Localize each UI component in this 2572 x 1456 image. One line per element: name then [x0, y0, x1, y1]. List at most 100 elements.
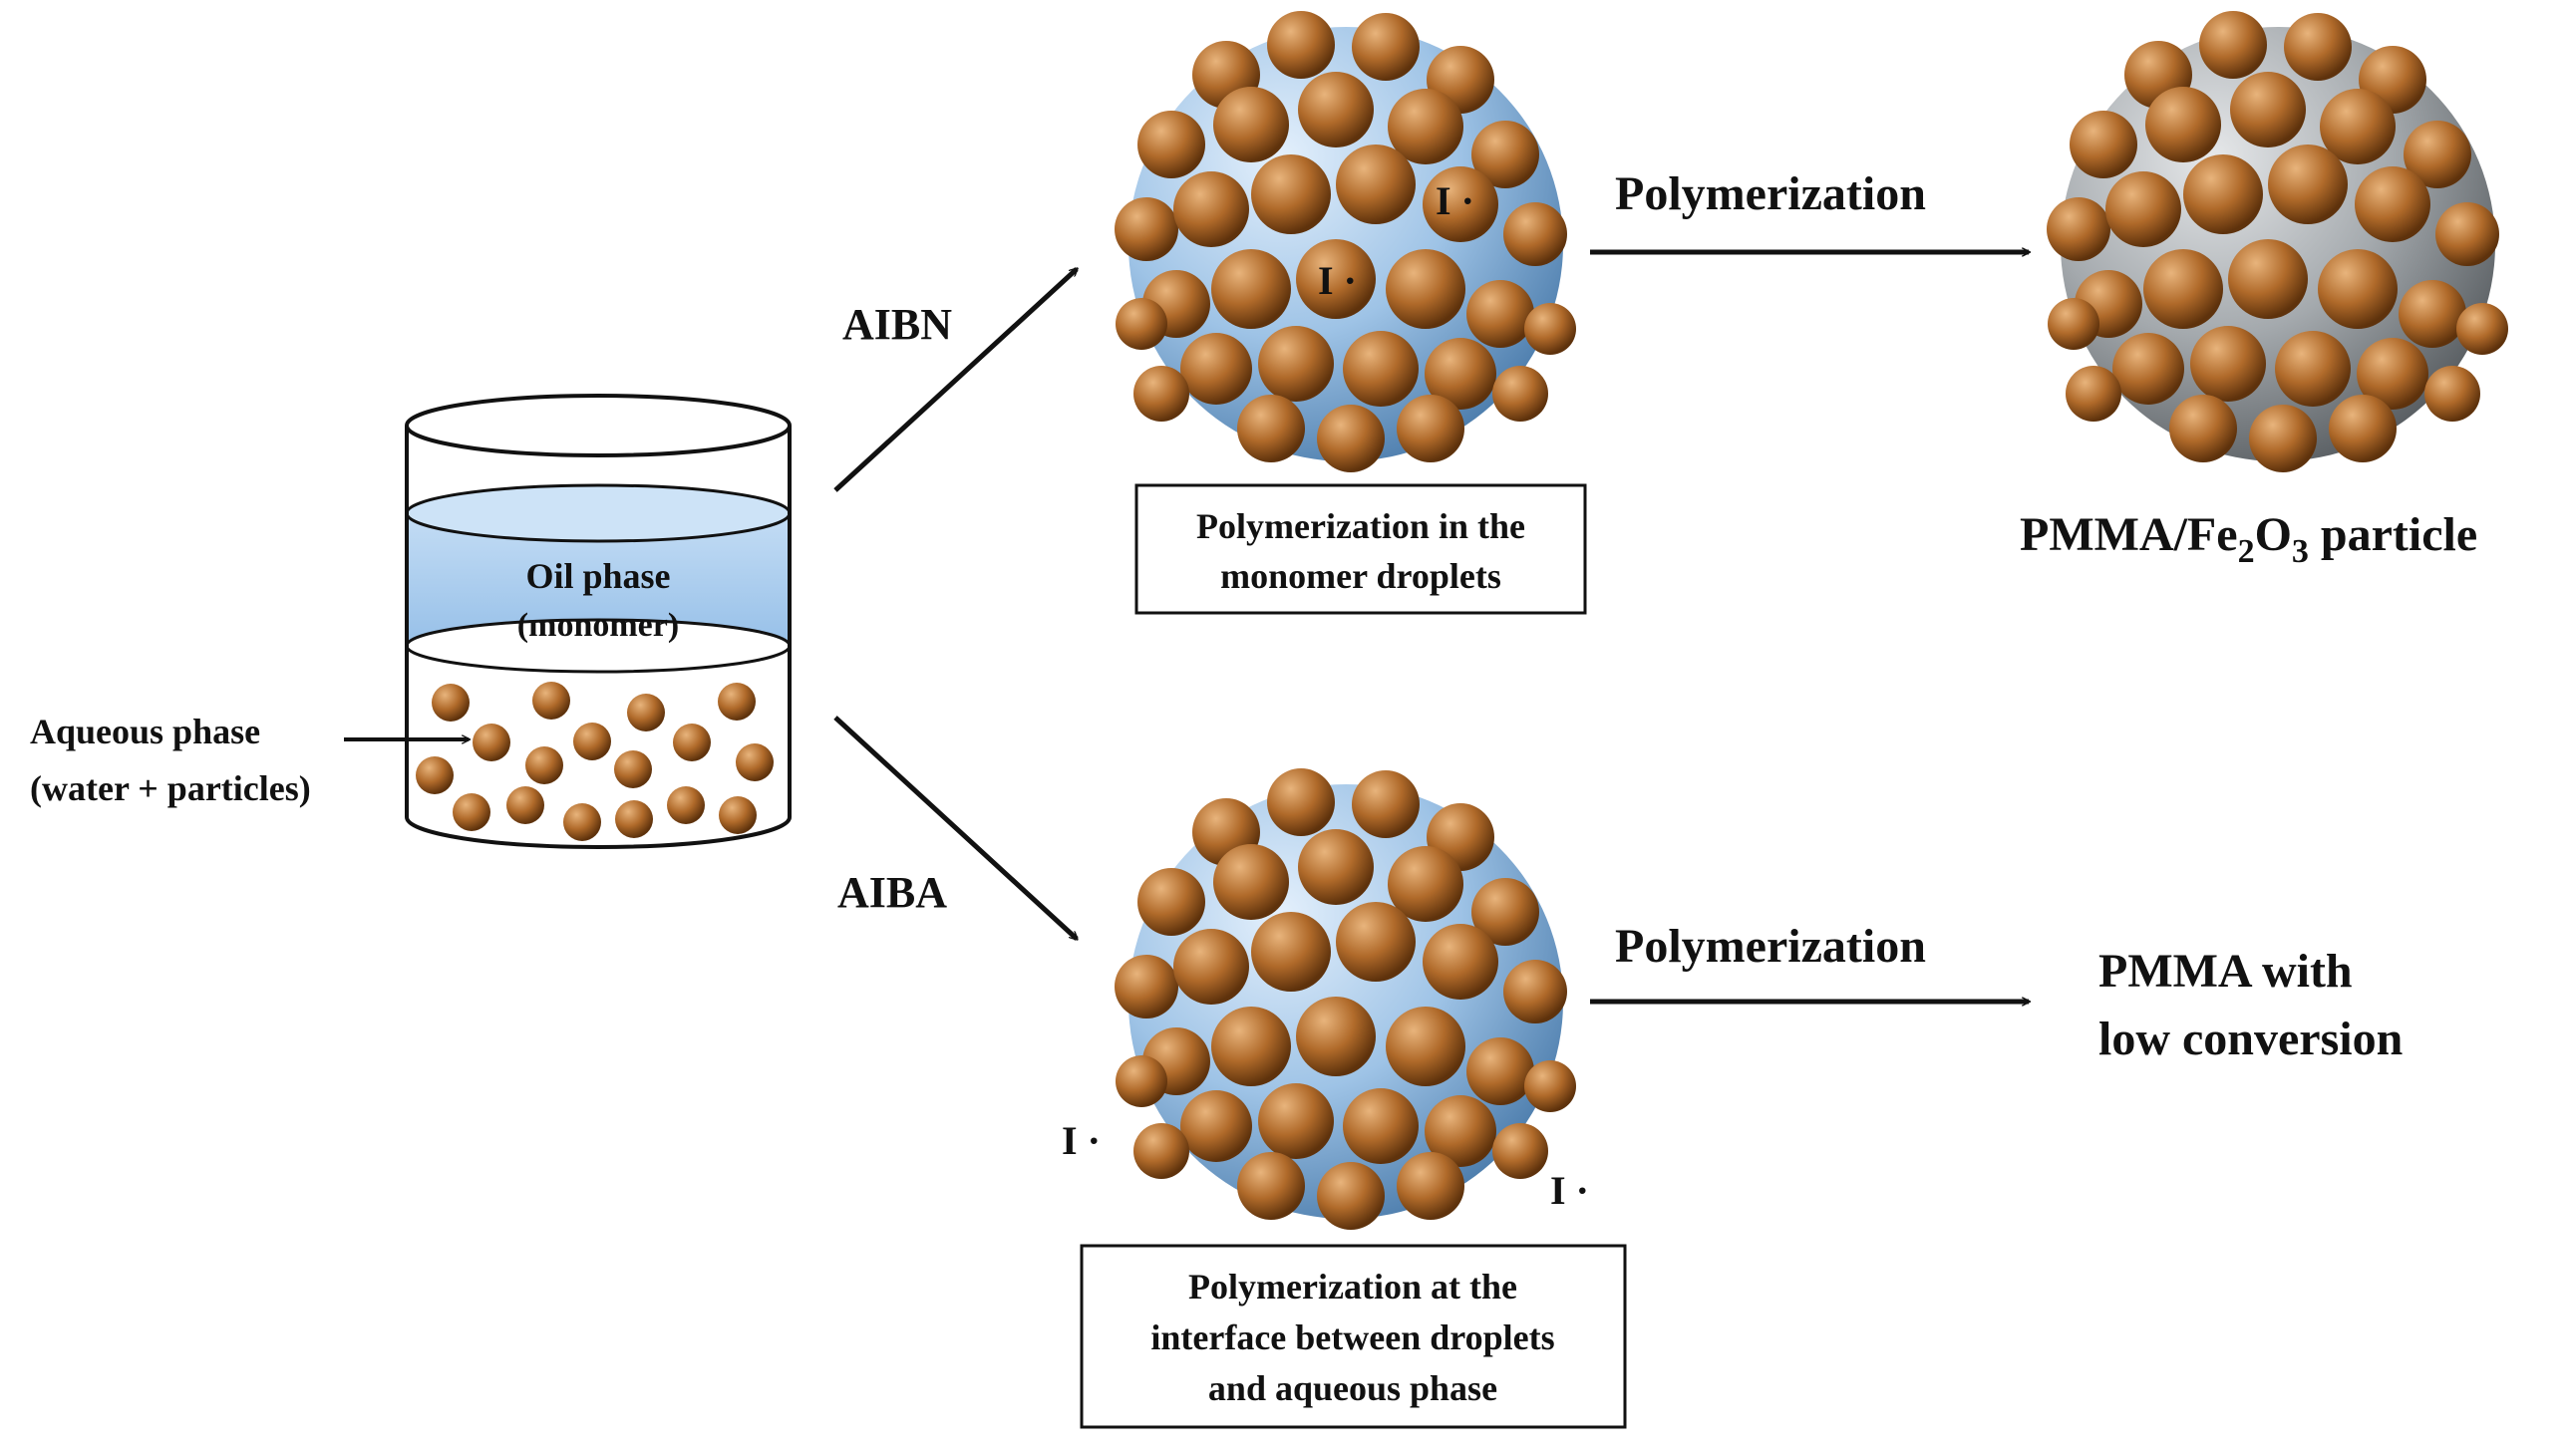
surface-particle: [1298, 829, 1374, 905]
surface-particle: [1173, 171, 1249, 247]
surface-particle: [1115, 197, 1178, 261]
particle: [432, 684, 470, 722]
aibn-arrow: [833, 269, 1077, 492]
surface-particle: [1471, 878, 1539, 946]
surface-particle: [2112, 333, 2184, 405]
top-polymerization-label: Polymerization: [1615, 167, 1926, 220]
surface-particle: [1267, 768, 1335, 836]
surface-particle: [1386, 249, 1465, 329]
surface-particle: [2048, 298, 2099, 350]
monomer-droplet-top: I · I ·: [1115, 11, 1576, 472]
aiba-arrow: [833, 716, 1077, 939]
beaker: Oil phase (monomer): [405, 394, 792, 849]
surface-particle: [1213, 87, 1289, 162]
surface-particle: [1267, 11, 1335, 79]
box-frame: [1080, 1244, 1627, 1429]
pmma-fe2o3-particle: [2047, 11, 2508, 472]
surface-particle: [2066, 366, 2121, 422]
surface-particle: [1423, 924, 1498, 1000]
surface-particle: [2275, 331, 2351, 407]
surface-particle: [2228, 239, 2308, 319]
surface-particle: [1211, 1007, 1291, 1086]
top-route-box: Polymerization in the monomer droplets: [1134, 483, 1587, 615]
particle: [525, 746, 563, 784]
box-line: Polymerization in the: [1196, 506, 1525, 546]
surface-particle: [2320, 89, 2396, 164]
radical-label: I ·: [1318, 258, 1357, 303]
surface-particle: [2249, 405, 2317, 472]
surface-particle: [1251, 154, 1331, 234]
surface-particle: [2424, 366, 2480, 422]
surface-particle: [1386, 1007, 1465, 1086]
surface-particle: [1133, 1123, 1189, 1179]
surface-particle: [1237, 395, 1305, 462]
surface-particle: [1492, 366, 1548, 422]
particle: [627, 694, 665, 731]
surface-particle: [2404, 121, 2471, 188]
surface-particle: [2105, 171, 2181, 247]
low-conversion-label: PMMA with: [2098, 945, 2353, 998]
particle: [506, 786, 544, 824]
particle: [573, 723, 611, 760]
radical-label: I ·: [1436, 178, 1474, 223]
surface-particle: [2284, 13, 2352, 81]
surface-particle: [1466, 1037, 1534, 1105]
surface-particle: [1425, 1095, 1496, 1167]
beaker-particles: [416, 682, 774, 841]
surface-particle: [2355, 166, 2430, 242]
particle: [416, 756, 454, 794]
surface-particle: [1343, 331, 1419, 407]
surface-particle: [1471, 121, 1539, 188]
surface-particle: [2456, 303, 2508, 355]
surface-particle: [1503, 960, 1567, 1023]
surface-particle: [1388, 89, 1463, 164]
surface-particle: [2199, 11, 2267, 79]
particle: [473, 724, 510, 761]
particle: [532, 682, 570, 720]
surface-particle: [1237, 1152, 1305, 1220]
surface-particle: [1466, 280, 1534, 348]
product-label: PMMA/Fe2O3 particle: [2020, 508, 2477, 570]
oil-phase-label: Oil phase: [525, 556, 670, 596]
surface-particle: [2329, 395, 2397, 462]
bottom-polymerization-label: Polymerization: [1615, 920, 1926, 973]
low-conversion-label: low conversion: [2098, 1013, 2403, 1065]
surface-particle: [1524, 1060, 1576, 1112]
surface-particle: [2183, 154, 2263, 234]
box-line: interface between droplets: [1150, 1317, 1554, 1357]
particle: [718, 683, 756, 721]
surface-particle: [2268, 145, 2348, 224]
bottom-route-box: Polymerization at the interface between …: [1080, 1244, 1627, 1429]
surface-particle: [2190, 326, 2266, 402]
surface-particle: [1251, 912, 1331, 992]
oil-phase-sublabel: (monomer): [517, 607, 679, 644]
surface-particle: [2047, 197, 2110, 261]
surface-particle: [1116, 1055, 1167, 1107]
surface-particle: [1317, 1162, 1385, 1230]
surface-particle: [1296, 997, 1376, 1076]
surface-particle: [1137, 111, 1205, 178]
surface-particle: [1503, 202, 1567, 266]
aqueous-phase-label: Aqueous phase: [30, 712, 260, 751]
box-line: Polymerization at the: [1188, 1267, 1517, 1307]
surface-particle: [2145, 87, 2221, 162]
radical-label: I ·: [1062, 1118, 1101, 1163]
oil-phase-surface: [405, 483, 792, 543]
particle: [614, 750, 652, 788]
surface-particle: [1213, 844, 1289, 920]
surface-particles: [1115, 11, 1576, 472]
surface-particle: [1336, 145, 1416, 224]
surface-particles: [2047, 11, 2508, 472]
surface-particle: [1258, 1083, 1334, 1159]
surface-particle: [1397, 1152, 1464, 1220]
surface-particle: [1343, 1088, 1419, 1164]
surface-particle: [1133, 366, 1189, 422]
surface-particle: [1258, 326, 1334, 402]
surface-particle: [1211, 249, 1291, 329]
surface-particle: [1425, 338, 1496, 410]
particle: [719, 796, 757, 834]
particle: [615, 800, 653, 838]
aqueous-phase-sublabel: (water + particles): [30, 768, 311, 808]
radical-label: I ·: [1550, 1168, 1589, 1213]
